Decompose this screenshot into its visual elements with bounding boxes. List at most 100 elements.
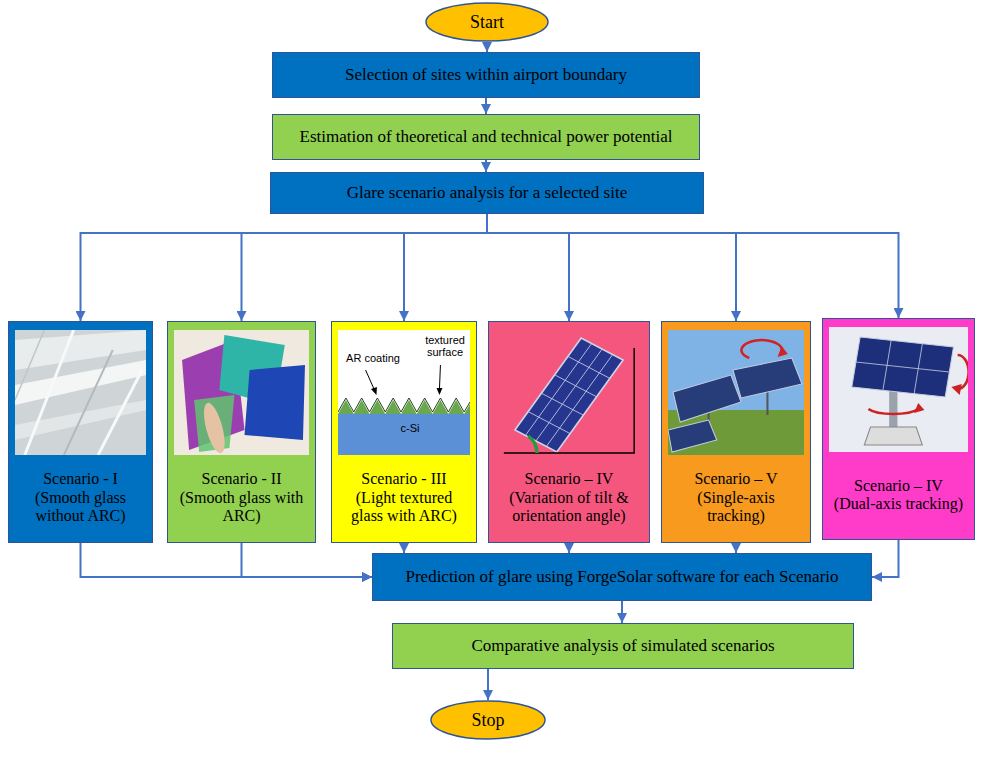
scenario-description: (Single-axis tracking)	[668, 489, 804, 526]
scenario-title: Scenario - III	[361, 470, 446, 488]
scenario-box: Scenario – V(Single-axis tracking)	[661, 321, 811, 543]
process-box: Prediction of glare using ForgeSolar sof…	[372, 553, 872, 601]
single-axis-tracker-picture-part	[733, 358, 802, 398]
single-axis-tracker-picture	[668, 330, 804, 455]
node-text: Selection of sites within airport bounda…	[345, 65, 627, 85]
glass-sheets-picture-part	[25, 330, 74, 455]
picture-label-slot: c-Si	[390, 422, 430, 434]
flow-arrow	[485, 98, 487, 114]
picture-label: textured surface	[418, 334, 472, 358]
process-box: Glare scenario analysis for a selected s…	[270, 172, 704, 214]
scenario-description: (Light textured glass with ARC)	[338, 489, 470, 526]
scenario-description: (Smooth glass with ARC)	[174, 489, 309, 526]
oval-outline	[431, 701, 545, 739]
coated-glass-picture-part	[174, 330, 309, 455]
flow-arrow	[621, 601, 623, 623]
flow-arrow	[872, 540, 899, 577]
picture-label: AR coating	[342, 352, 404, 364]
process-box: Selection of sites within airport bounda…	[272, 52, 700, 98]
dual-axis-tracker-picture	[829, 327, 968, 452]
glass-sheets-picture-part	[15, 330, 44, 400]
flow-arrow	[735, 543, 737, 553]
process-box: Estimation of theoretical and technical …	[272, 114, 700, 160]
tilted-panel-picture-part	[568, 356, 610, 378]
flow-arrow	[487, 214, 899, 318]
scenario-title: Scenario – V	[694, 470, 777, 488]
node-text: Stop	[471, 710, 504, 731]
node-text: Prediction of glare using ForgeSolar sof…	[405, 567, 838, 587]
flow-arrow	[403, 543, 405, 553]
single-axis-tracker-picture-part	[673, 375, 741, 422]
tilted-panel-picture-part	[536, 349, 602, 441]
dual-axis-tracker-picture-part	[958, 355, 968, 389]
dual-axis-tracker-picture-part	[868, 409, 918, 414]
flow-arrow	[242, 214, 488, 321]
single-axis-tracker-picture-part	[778, 346, 788, 357]
node-text: Estimation of theoretical and technical …	[300, 127, 673, 147]
dual-axis-tracker-picture-part	[889, 389, 897, 429]
flow-arrow	[485, 160, 487, 172]
scenario-title: Scenario – IV	[854, 477, 943, 495]
dual-axis-tracker-picture-part	[829, 327, 968, 452]
scenario-title: Scenario - II	[202, 470, 282, 488]
flow-arrow	[568, 543, 570, 553]
scenario-description: (Smooth glass without ARC)	[15, 489, 146, 526]
scenario-description: (Dual-axis tracking)	[834, 495, 963, 513]
flow-arrow	[81, 543, 373, 577]
flow-arrow	[81, 214, 488, 321]
node-text: Start	[470, 12, 504, 33]
node-text: Comparative analysis of simulated scenar…	[471, 636, 774, 656]
textured-surface-picture-part	[338, 414, 470, 455]
scenario-box: Scenario - I(Smooth glass without ARC)	[8, 321, 153, 543]
scenario-title: Scenario - I	[43, 470, 118, 488]
glass-sheets-picture	[15, 330, 146, 455]
single-axis-tracker-picture-part	[741, 340, 782, 358]
picture-label-slot: textured surface	[418, 334, 472, 358]
tilted-panel-picture-part	[555, 375, 597, 397]
scenario-box: Scenario - III(Light textured glass with…	[331, 321, 477, 543]
dual-axis-tracker-picture-part	[852, 337, 954, 397]
coated-glass-picture-part	[200, 401, 229, 455]
scenario-box: Scenario - II(Smooth glass with ARC)	[167, 321, 316, 543]
scenario-box: Scenario – IV(Variation of tilt & orient…	[488, 321, 650, 543]
tilted-panel-picture	[495, 330, 643, 455]
dual-axis-tracker-picture-part	[856, 362, 949, 372]
picture-label-slot: AR coating	[342, 352, 404, 364]
flow-arrow	[404, 214, 487, 321]
scenario-box: Scenario – IV(Dual-axis tracking)	[822, 318, 975, 540]
node-text: Glare scenario analysis for a selected s…	[347, 183, 627, 203]
glass-sheets-picture-part	[98, 370, 142, 455]
scenario-description: (Variation of tilt & orientation angle)	[495, 489, 643, 526]
tilted-panel-picture-part	[515, 338, 623, 452]
glass-sheets-picture-part	[15, 330, 146, 455]
tilted-panel-picture-part	[504, 348, 634, 453]
single-axis-tracker-picture-part	[668, 420, 717, 452]
textured-surface-picture-part	[371, 387, 377, 395]
flow-arrow	[487, 214, 569, 321]
oval-outline	[426, 3, 548, 41]
terminal-oval: Start	[425, 2, 549, 42]
picture-label: c-Si	[390, 422, 430, 434]
terminal-oval: Stop	[430, 700, 546, 740]
dual-axis-tracker-picture-part	[864, 427, 922, 445]
textured-surface-picture-part	[366, 370, 375, 390]
tilted-panel-picture-part	[528, 436, 537, 453]
coated-glass-picture-part	[245, 365, 305, 440]
process-box: Comparative analysis of simulated scenar…	[392, 623, 854, 669]
tilted-panel-picture-part	[541, 393, 583, 415]
flow-arrow	[487, 669, 489, 700]
dual-axis-tracker-picture-part	[914, 403, 924, 413]
coated-glass-picture	[174, 330, 309, 455]
tilted-panel-picture-part	[528, 412, 570, 434]
flow-arrow	[487, 214, 736, 321]
textured-surface-picture-part	[437, 388, 443, 395]
dual-axis-tracker-picture-part	[951, 384, 961, 395]
textured-surface-picture-part	[439, 365, 441, 389]
textured-surface-picture-part	[338, 398, 470, 412]
tilted-panel-picture-part	[525, 344, 591, 436]
scenario-title: Scenario – IV	[525, 470, 614, 488]
flow-arrow	[242, 543, 373, 577]
tilted-panel-picture-part	[546, 355, 612, 447]
flow-arrow	[486, 42, 488, 52]
